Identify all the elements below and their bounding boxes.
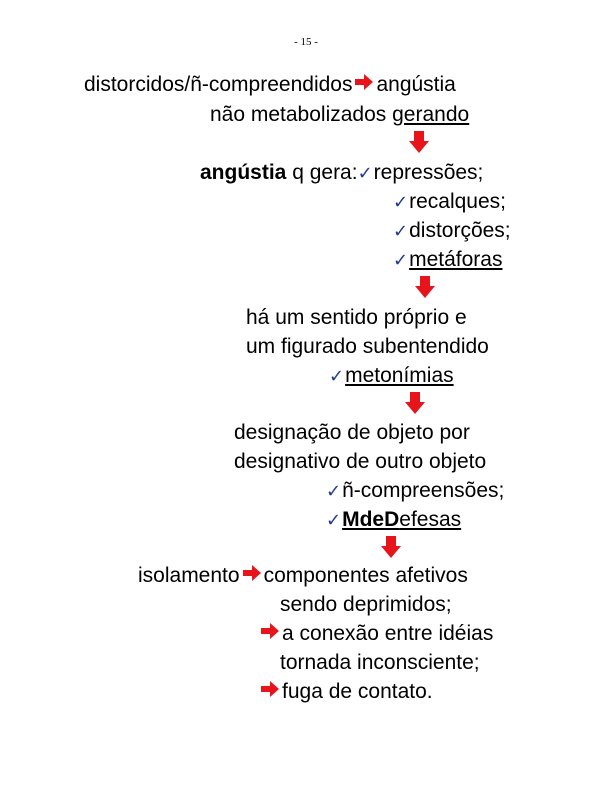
text-sendo-deprimidos: sendo deprimidos;: [280, 593, 452, 616]
page-number: - 15 -: [294, 36, 318, 48]
down-arrow-icon: [405, 392, 425, 414]
text-distorcoes: distorções;: [409, 219, 511, 242]
check-icon: ✓: [326, 510, 342, 530]
check-icon: ✓: [393, 221, 409, 241]
text-isolamento: isolamento: [138, 564, 240, 588]
line-sentido-proprio: há um sentido próprio e: [246, 305, 467, 331]
text-componentes-afetivos: componentes afetivos: [263, 564, 468, 588]
down-arrow-icon: [415, 276, 435, 298]
text-designacao: designação de objeto por: [234, 421, 470, 444]
text-nao-metabolizados: não metabolizados: [210, 103, 393, 126]
text-figurado: um figurado subentendido: [246, 335, 489, 358]
right-arrow-icon: [259, 679, 281, 706]
text-repressoes: repressões;: [373, 161, 484, 184]
check-icon: ✓: [329, 366, 345, 386]
line-metaforas: ✓metáforas: [393, 247, 502, 273]
text-recalques: recalques;: [409, 190, 506, 213]
right-arrow-icon: [241, 563, 263, 590]
text-designativo: designativo de outro objeto: [234, 450, 487, 473]
line-nao-metabolizados: não metabolizados gerando: [210, 102, 469, 128]
check-icon: ✓: [393, 250, 409, 270]
text-q-gera: q gera:: [286, 161, 358, 184]
right-arrow-icon: [259, 621, 281, 648]
text-metaforas: metáforas: [409, 248, 503, 271]
line-sendo-deprimidos: sendo deprimidos;: [280, 592, 452, 618]
check-icon: ✓: [357, 163, 373, 183]
check-icon: ✓: [326, 481, 342, 501]
line-designativo: designativo de outro objeto: [234, 449, 486, 475]
line-conexao: a conexão entre idéias: [258, 621, 493, 648]
right-arrow-icon: [353, 72, 375, 99]
line-designacao: designação de objeto por: [234, 420, 470, 446]
line-distorcidos: distorcidos/ñ-compreendidos angústia: [84, 72, 456, 99]
text-n-compreensoes: ñ-compreensões;: [342, 479, 505, 502]
check-icon: ✓: [393, 192, 409, 212]
text-sentido-proprio: há um sentido próprio e: [246, 306, 467, 329]
down-arrow-icon: [409, 131, 429, 153]
text-tornada-inconsciente: tornada inconsciente;: [280, 651, 480, 674]
line-metonimias: ✓metonímias: [329, 363, 454, 389]
line-figurado: um figurado subentendido: [246, 334, 489, 360]
line-n-compreensoes: ✓ñ-compreensões;: [326, 478, 504, 504]
line-angustia-gera: angústia q gera:✓repressões;: [200, 160, 483, 186]
line-isolamento: isolamento componentes afetivos: [138, 563, 468, 590]
line-recalques: ✓recalques;: [393, 189, 506, 215]
line-mdedefesas: ✓MdeDefesas: [326, 507, 461, 533]
text-distorcidos: distorcidos/ñ-compreendidos: [84, 73, 353, 97]
text-conexao: a conexão entre idéias: [282, 622, 494, 646]
line-fuga-de-contato: fuga de contato.: [258, 679, 433, 706]
text-gerando: gerando: [392, 103, 470, 126]
text-angustia: angústia: [376, 73, 456, 97]
down-arrow-icon: [381, 536, 401, 558]
text-fuga-de-contato: fuga de contato.: [282, 680, 433, 704]
text-mded-bold: MdeD: [342, 508, 400, 531]
text-efesas: efesas: [399, 508, 462, 531]
text-metonimias: metonímias: [345, 364, 454, 387]
text-angustia-bold: angústia: [200, 161, 287, 184]
line-distorcoes: ✓distorções;: [393, 218, 511, 244]
line-tornada-inconsciente: tornada inconsciente;: [280, 650, 480, 676]
